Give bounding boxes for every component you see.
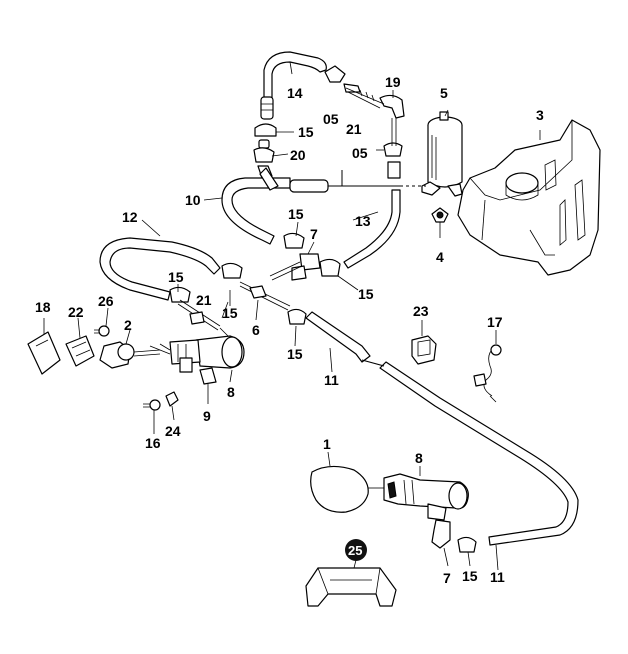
cover-22[interactable] bbox=[65, 335, 95, 367]
label-05-lower: 05 bbox=[352, 145, 368, 161]
pipe-6[interactable] bbox=[239, 261, 303, 311]
badge-25 bbox=[345, 539, 367, 561]
label-5: 5 bbox=[440, 85, 448, 101]
clamp-15-right[interactable] bbox=[457, 536, 477, 553]
label-15-f: 15 bbox=[287, 346, 303, 362]
label-1: 1 bbox=[323, 436, 331, 452]
label-13: 13 bbox=[355, 213, 371, 229]
label-18: 18 bbox=[35, 299, 51, 315]
label-6: 6 bbox=[252, 322, 260, 338]
label-15-g: 15 bbox=[462, 568, 478, 584]
label-17: 17 bbox=[487, 314, 503, 330]
label-15-b: 15 bbox=[288, 206, 304, 222]
label-25: 25 bbox=[348, 543, 362, 558]
hose-21-lower[interactable] bbox=[177, 299, 233, 341]
nozzle-jet-2[interactable] bbox=[99, 341, 161, 369]
label-21-upper: 21 bbox=[346, 121, 362, 137]
hose-11[interactable] bbox=[305, 311, 579, 546]
label-8-right: 8 bbox=[415, 450, 423, 466]
label-11-right: 11 bbox=[490, 569, 505, 585]
hose-21-upper[interactable] bbox=[345, 87, 397, 146]
label-2: 2 bbox=[124, 317, 132, 333]
hose-12[interactable] bbox=[99, 237, 221, 301]
label-15-a: 15 bbox=[298, 124, 314, 140]
label-11-mid: 11 bbox=[324, 372, 339, 388]
headlight-cover-1[interactable] bbox=[310, 465, 384, 513]
label-7-mid: 7 bbox=[310, 226, 318, 242]
part-labels: 5 3 4 14 19 05 21 15 20 05 10 13 12 15 7… bbox=[35, 74, 544, 586]
connector-7-right[interactable] bbox=[431, 519, 451, 549]
label-19: 19 bbox=[385, 74, 401, 90]
label-3: 3 bbox=[536, 107, 544, 123]
label-15-e: 15 bbox=[222, 305, 238, 321]
clamp-group-mid[interactable] bbox=[169, 232, 341, 325]
label-05-upper: 05 bbox=[323, 111, 339, 127]
label-8-left: 8 bbox=[227, 384, 235, 400]
washer-nozzle-left[interactable] bbox=[149, 335, 245, 385]
label-7-right: 7 bbox=[443, 570, 451, 586]
clamp-group-top[interactable] bbox=[253, 65, 405, 179]
label-26: 26 bbox=[98, 293, 114, 309]
hose-13[interactable] bbox=[343, 189, 401, 269]
washer-pump[interactable] bbox=[421, 111, 463, 197]
cover-25[interactable] bbox=[305, 567, 397, 607]
label-10: 10 bbox=[185, 192, 201, 208]
washer-24[interactable] bbox=[165, 391, 179, 407]
label-9: 9 bbox=[203, 408, 211, 424]
washer-nozzle-right[interactable] bbox=[383, 473, 469, 521]
label-14: 14 bbox=[287, 85, 303, 101]
grommet[interactable] bbox=[431, 207, 449, 223]
label-16: 16 bbox=[145, 435, 161, 451]
label-22: 22 bbox=[68, 304, 84, 320]
label-20: 20 bbox=[290, 147, 306, 163]
washer-reservoir[interactable] bbox=[457, 119, 601, 276]
label-4: 4 bbox=[436, 249, 444, 265]
label-15-c: 15 bbox=[358, 286, 374, 302]
wire-17[interactable] bbox=[473, 344, 502, 403]
label-12: 12 bbox=[122, 209, 138, 225]
screw-26[interactable] bbox=[94, 325, 110, 337]
cap-18[interactable] bbox=[27, 331, 61, 375]
label-24: 24 bbox=[165, 423, 181, 439]
screw-16[interactable] bbox=[143, 399, 161, 411]
hose-10[interactable] bbox=[221, 167, 426, 245]
label-21-lower: 21 bbox=[196, 292, 212, 308]
label-15-d: 15 bbox=[168, 269, 184, 285]
clip-23[interactable] bbox=[411, 335, 437, 365]
label-23: 23 bbox=[413, 303, 429, 319]
leader-lines bbox=[43, 61, 541, 571]
hose-14[interactable] bbox=[260, 51, 327, 120]
